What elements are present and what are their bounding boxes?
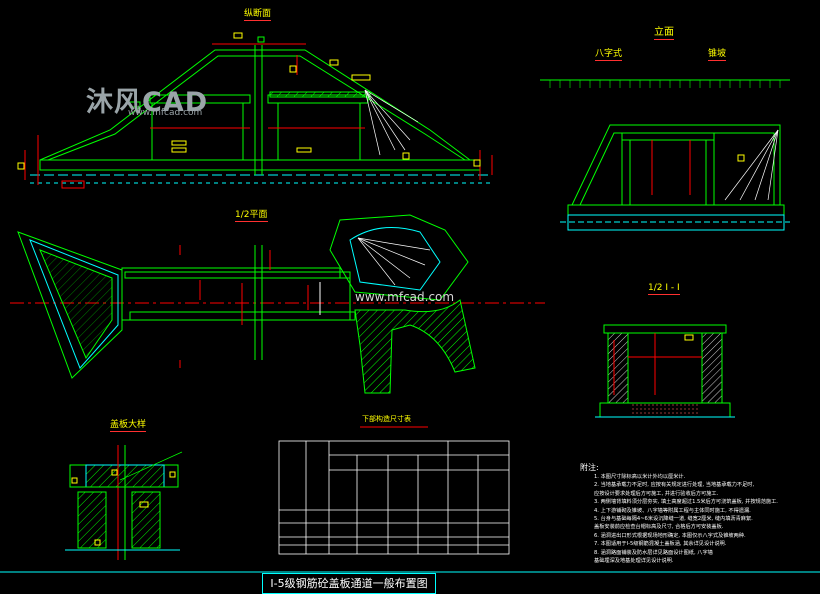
cap-detail-view <box>65 445 183 560</box>
watermark-url: www.mfcad.com <box>128 108 203 118</box>
note-line: 8. 涵洞路面铺装及防水层详见路面设计图纸, 八字墙 <box>594 549 713 556</box>
notes-block: 附注: 1. 本图尺寸除标高以米计外均以厘米计. 2. 当地基承载力不足时, 应… <box>580 462 794 565</box>
half-plan-view <box>10 214 545 394</box>
longitudinal-section-label: 纵断面 <box>244 9 272 21</box>
watermark-logo: 沐风CAD <box>86 87 209 118</box>
half-plan-label: 1/2平面 <box>235 210 268 222</box>
note-line: 应按设计要求处理后方可施工, 并进行验收后方可施工. <box>594 490 719 497</box>
elevation-view <box>540 79 790 231</box>
note-line: 5. 台身与基础每隔4~6米设沉降缝一道, 缝宽2厘米, 缝内填沥青麻絮. <box>594 516 753 523</box>
note-line: 6. 涵洞进出口形式根据现场地形确定, 本图仅示八字式及锥坡两种. <box>594 532 746 539</box>
center-watermark-url: www.mfcad.com <box>355 290 455 304</box>
note-line: 4. 上下游铺砌及锥坡、八字墙等附属工程与主体同时施工, 不得遗漏. <box>594 507 751 514</box>
notes-heading: 附注: <box>580 463 599 472</box>
note-line: 3. 两侧墙背填料须分层夯实, 填土高度超过1.5米后方可浇筑盖板, 并按规范施… <box>594 499 778 506</box>
half-section-view <box>595 324 735 418</box>
dimension-table <box>278 440 510 555</box>
note-line: 1. 本图尺寸除标高以米计外均以厘米计. <box>594 474 686 480</box>
note-line: 盖板安装前应检查台帽标高及尺寸, 合格后方可安装盖板. <box>594 524 724 531</box>
table-title: 下部构造尺寸表 <box>362 415 411 423</box>
longitudinal-section-view <box>17 32 493 189</box>
cap-detail-label: 盖板大样 <box>110 420 147 432</box>
elevation-label: 立面 <box>654 27 674 40</box>
note-line: 7. 本图适用于I-5级钢筋混凝土盖板涵, 其余详见设计说明. <box>594 541 727 548</box>
elevation-left-label: 八字式 <box>595 49 623 61</box>
half-section-label: 1/2 I - I <box>648 283 680 295</box>
drawing-title: I-5级钢筋砼盖板通道一般布置图 <box>262 573 436 594</box>
note-line: 基础埋深及地基处理详见设计说明. <box>594 558 674 565</box>
elevation-right-label: 锥坡 <box>708 49 727 61</box>
note-line: 2. 当地基承载力不足时, 应按有关规定进行处理, 当地基承载力不足时, <box>594 482 755 489</box>
